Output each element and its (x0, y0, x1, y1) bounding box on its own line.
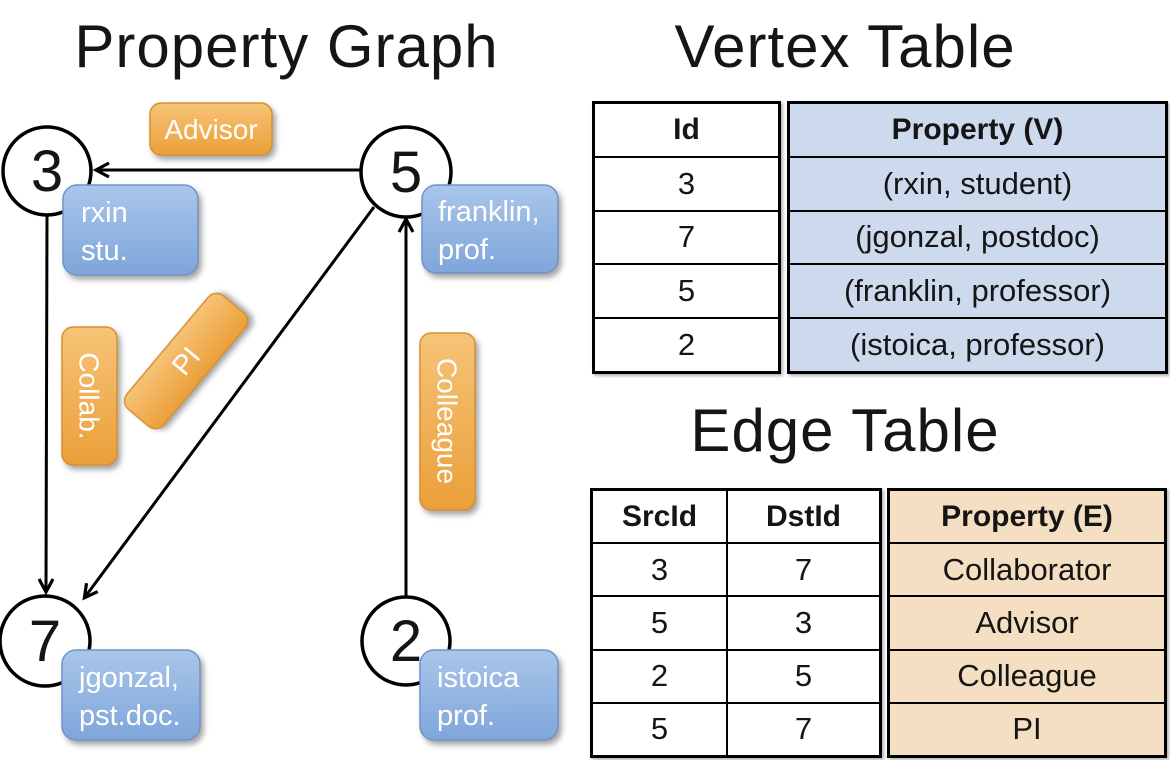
edge-src-cell: 3 (593, 544, 728, 596)
vertex-table-id-header: Id (673, 112, 700, 146)
edge-dst-cell: 7 (794, 711, 813, 747)
vertex-box-jgonzal: jgonzal, pst.doc. (61, 649, 201, 741)
edge-dst-cell: 3 (794, 605, 813, 640)
edge-table-id-columns: SrcId DstId 3 7 5 3 2 5 5 7 (590, 488, 882, 758)
colleague-label-box (419, 332, 476, 511)
node-3-id: 3 (31, 139, 63, 204)
vertex-table-title: Vertex Table (674, 13, 1016, 80)
advisor-label-text: Advisor (164, 114, 257, 145)
collab-label-box (61, 326, 118, 466)
advisor-label-box (149, 102, 273, 156)
edge-label-colleague: Colleague (419, 332, 476, 511)
vertex-property-cell: (rxin, student) (790, 155, 1165, 210)
vertex-box-rxin: rxin stu. (62, 184, 199, 276)
franklin-box (421, 184, 559, 274)
edge-3-to-7-collaborator (37, 214, 55, 596)
node-5: 5 (359, 125, 453, 219)
edge-src-cell: 2 (593, 650, 728, 702)
vertex-property-cell: (franklin, professor) (790, 263, 1165, 317)
edge-5-to-7-pi (82, 206, 376, 601)
rxin-line1: rxin (81, 197, 128, 229)
edge-src-cell: 5 (593, 703, 728, 756)
edge-property-cell: PI (890, 701, 1164, 755)
vertex-property-cell: (istoica, professor) (790, 317, 1165, 371)
edge-table-row: 5 7 (593, 701, 879, 756)
vertex-id-cell: 3 (595, 155, 778, 210)
vertex-id-cell: 5 (595, 263, 778, 317)
edge-table-dstid-header: DstId (766, 499, 841, 533)
edge-table-property-column: Property (E) Collaborator Advisor Collea… (887, 488, 1167, 758)
vertex-table: Id 3 7 5 2 Property (V) (rxin, student) … (592, 101, 1168, 374)
node-5-id: 5 (390, 140, 422, 205)
edge-property-cell: Collaborator (890, 542, 1164, 595)
vertex-box-franklin: franklin, prof. (421, 184, 559, 274)
jgonzal-line2: pst.doc. (79, 700, 181, 732)
rxin-box (62, 184, 199, 276)
rxin-line2: stu. (81, 235, 128, 267)
edge-src-cell: 5 (593, 597, 728, 649)
colleague-label-text: Colleague (432, 358, 463, 484)
istoica-box (419, 649, 559, 741)
edge-table-property-header: Property (E) (941, 499, 1113, 533)
edge-property-cell: Advisor (890, 595, 1164, 648)
node-2-id: 2 (390, 609, 422, 674)
vertex-table-property-header: Property (V) (891, 112, 1064, 146)
edge-label-collab: Collab. (61, 326, 118, 466)
edge-table: SrcId DstId 3 7 5 3 2 5 5 7 Property (E)… (590, 488, 1167, 758)
istoica-line2: prof. (437, 700, 495, 732)
vertex-table-id-column: Id 3 7 5 2 (592, 101, 781, 374)
istoica-line1: istoica (437, 662, 520, 694)
vertex-id-cell: 2 (595, 317, 778, 371)
edge-table-header-row: SrcId DstId (593, 491, 879, 543)
vertex-property-cell: (jgonzal, postdoc) (790, 209, 1165, 264)
edge-table-srcid-header: SrcId (593, 491, 728, 543)
property-graph-title: Property Graph (74, 13, 499, 80)
edge-property-cell: Colleague (890, 648, 1164, 702)
edge-label-advisor: Advisor (149, 102, 273, 156)
edge-table-title: Edge Table (690, 397, 1000, 464)
jgonzal-line1: jgonzal, (78, 662, 179, 694)
vertex-id-cell: 7 (595, 209, 778, 264)
edge-table-row: 2 5 (593, 648, 879, 702)
node-7-id: 7 (29, 609, 61, 674)
edge-table-row: 5 3 (593, 595, 879, 649)
vertex-table-property-column: Property (V) (rxin, student) (jgonzal, p… (787, 101, 1168, 374)
collab-label-text: Collab. (74, 352, 105, 439)
franklin-line2: prof. (438, 234, 496, 266)
edge-label-pi: PI (123, 292, 249, 430)
pi-label-box (123, 292, 249, 430)
franklin-line1: franklin, (438, 196, 540, 228)
edge-dst-cell: 7 (794, 551, 813, 587)
jgonzal-box (61, 649, 201, 741)
edge-dst-cell: 5 (794, 658, 813, 694)
edge-table-row: 3 7 (593, 542, 879, 596)
property-graph-diagram: Advisor Collab. PI Colleague 3 5 7 (0, 102, 559, 741)
vertex-box-istoica: istoica prof. (419, 649, 559, 741)
